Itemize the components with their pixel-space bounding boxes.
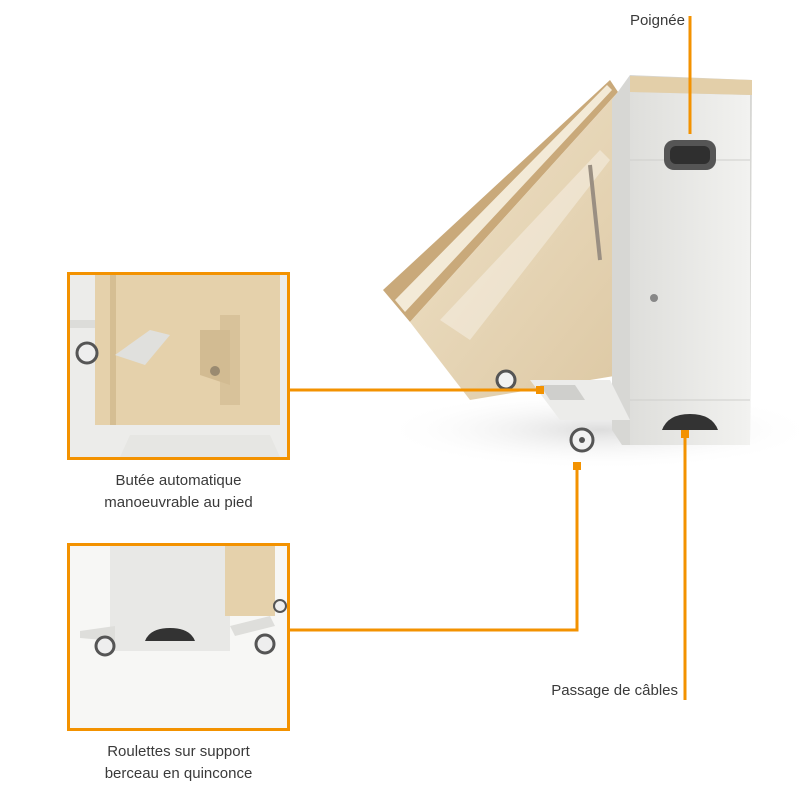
foot-stop-label-line2: manoeuvrable au pied <box>104 494 253 511</box>
casters-label-line2: berceau en quinconce <box>104 765 253 782</box>
casters-detail-image <box>70 546 287 728</box>
cabinet <box>612 75 752 445</box>
handle-label: Poignée <box>629 12 685 29</box>
callout-lines <box>288 16 692 700</box>
foot-stop-label: Butée automatique manoeuvrable au pied <box>67 470 290 514</box>
foot-stop-detail-image <box>70 275 287 457</box>
foot-stop-marker <box>536 386 544 394</box>
lock-icon <box>650 294 658 302</box>
caster-wheels <box>495 369 595 453</box>
gas-strut <box>588 164 602 261</box>
cable-passage-label: Passage de câbles <box>551 682 678 699</box>
casters-marker <box>573 462 581 470</box>
casters-detail-inset <box>67 543 290 731</box>
casters-label-line1: Roulettes sur support <box>107 743 250 760</box>
cable-marker <box>681 430 689 438</box>
base-stop <box>530 380 630 420</box>
foot-stop-label-line1: Butée automatique <box>115 472 242 489</box>
folded-tabletop <box>383 80 650 400</box>
foot-stop-detail-inset <box>67 272 290 460</box>
cable-passage-opening <box>662 414 718 430</box>
casters-label: Roulettes sur support berceau en quincon… <box>67 741 290 785</box>
casters-callout-line <box>288 470 579 632</box>
